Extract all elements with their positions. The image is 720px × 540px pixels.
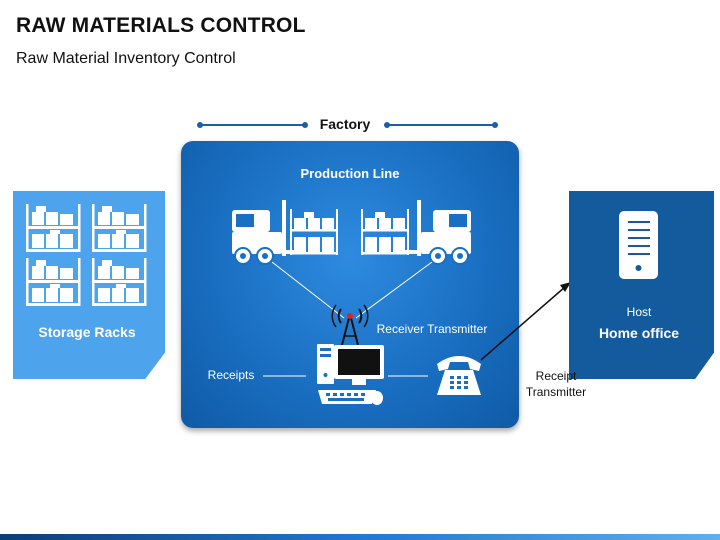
receipts-label: Receipts (207, 368, 255, 382)
host-panel (569, 191, 714, 379)
factory-panel (181, 141, 519, 428)
footer-bar (0, 534, 720, 540)
receiver-transmitter-label: Receiver Transmitter (376, 322, 488, 336)
receipt-transmitter-label-line1: Receipt (535, 369, 577, 383)
production-line-label: Production Line (300, 166, 400, 181)
slide-subtitle: Raw Material Inventory Control (16, 50, 236, 67)
storage-racks-panel (13, 191, 165, 379)
factory-label: Factory (319, 116, 371, 132)
storage-racks-label: Storage Racks (38, 324, 136, 340)
host-small-label: Host (626, 305, 652, 319)
home-office-label: Home office (598, 325, 680, 341)
slide-title: RAW MATERIALS CONTROL (16, 14, 306, 37)
receipt-transmitter-label-line2: Transmitter (525, 385, 587, 399)
